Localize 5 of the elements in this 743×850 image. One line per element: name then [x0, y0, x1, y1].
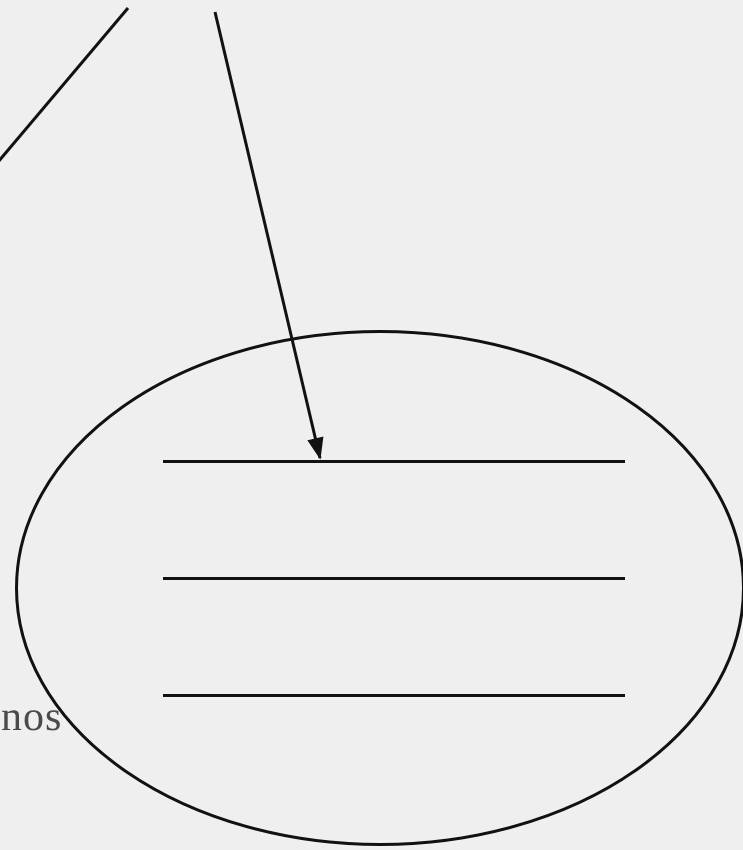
- horizontal-line: [163, 460, 625, 463]
- word-fragment: nos: [1, 696, 62, 738]
- arrow: [214, 12, 324, 460]
- horizontal-line: [163, 694, 625, 697]
- horizontal-line: [163, 577, 625, 580]
